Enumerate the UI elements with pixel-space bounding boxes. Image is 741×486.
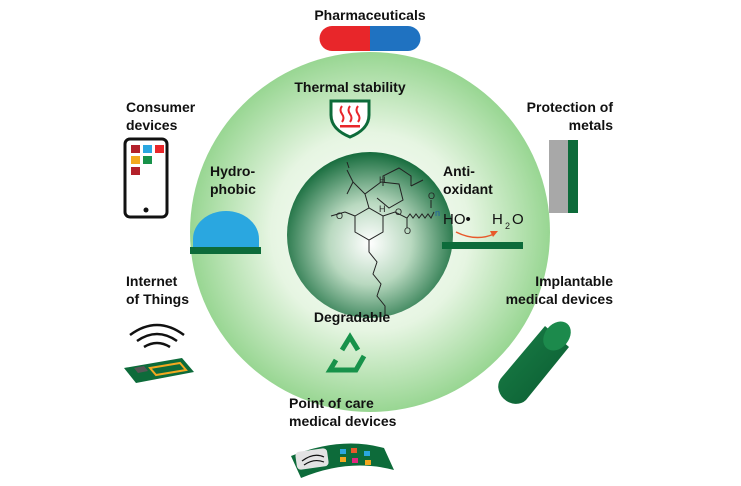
label-protection-of-metals-1: Protection of bbox=[527, 99, 614, 115]
label-degradable: Degradable bbox=[314, 309, 390, 325]
repeat-unit-n: n bbox=[435, 208, 440, 218]
shield-heat-icon bbox=[329, 99, 371, 139]
label-implantable-1: Implantable bbox=[535, 273, 613, 289]
atom-o-right: O bbox=[395, 207, 402, 217]
label-point-of-care-2: medical devices bbox=[289, 413, 397, 429]
atom-o-end: O bbox=[428, 191, 435, 201]
label-protection-of-metals-2: metals bbox=[569, 117, 614, 133]
antioxidant-surface bbox=[442, 242, 523, 249]
atom-o-carbonyl: O bbox=[404, 226, 411, 236]
phone-icon bbox=[123, 137, 169, 219]
pill-icon bbox=[319, 26, 421, 51]
water-h: H bbox=[492, 211, 503, 228]
label-consumer-devices-2: devices bbox=[126, 117, 178, 133]
label-point-of-care-1: Point of care bbox=[289, 395, 374, 411]
label-antioxidant-1: Anti- bbox=[443, 163, 475, 179]
label-hydrophobic-1: Hydro- bbox=[210, 163, 255, 179]
wearable-patch-icon bbox=[291, 443, 394, 478]
label-consumer-devices-1: Consumer bbox=[126, 99, 196, 115]
wireless-sensor-icon bbox=[124, 323, 194, 383]
label-antioxidant-2: oxidant bbox=[443, 181, 493, 197]
droplet-icon bbox=[190, 211, 261, 254]
reaction-arrow-icon bbox=[455, 231, 495, 239]
label-hydrophobic-2: phobic bbox=[210, 181, 256, 197]
inner-sphere bbox=[287, 152, 453, 318]
label-implantable-2: medical devices bbox=[506, 291, 614, 307]
atom-o-left: O bbox=[336, 211, 343, 221]
cannabidiol-polymer-structure bbox=[330, 161, 435, 316]
atom-h-top: H bbox=[379, 175, 386, 185]
water-subscript: 2 bbox=[505, 221, 510, 231]
hydroxyl-radical: HO• bbox=[443, 211, 471, 228]
recycle-icon bbox=[325, 332, 367, 373]
metal-plate-icon bbox=[549, 140, 578, 213]
label-thermal-stability: Thermal stability bbox=[294, 79, 405, 95]
label-iot-2: of Things bbox=[126, 291, 189, 307]
label-pharmaceuticals: Pharmaceuticals bbox=[314, 7, 425, 23]
arrowhead-icon bbox=[490, 231, 498, 237]
water-o: O bbox=[512, 211, 524, 228]
label-iot-1: Internet bbox=[126, 273, 178, 289]
atom-h-bottom: H bbox=[379, 204, 386, 214]
implant-cylinder-icon bbox=[498, 321, 571, 404]
